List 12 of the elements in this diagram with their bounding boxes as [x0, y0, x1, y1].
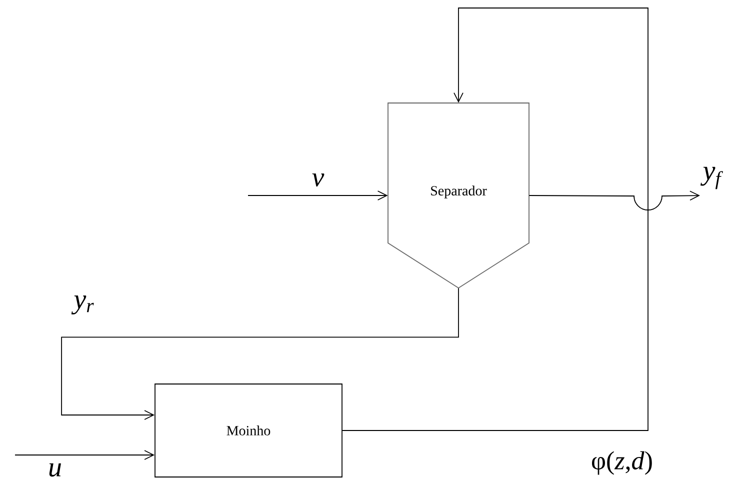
arrow [342, 8, 648, 431]
arrow [528, 190, 700, 210]
arrow [14, 450, 155, 460]
edge-label: y$_{r}$ [71, 296, 94, 314]
process-box: Moinho [154, 384, 342, 478]
arrow [61, 288, 459, 420]
arrow [248, 190, 388, 200]
edge-label: v [312, 173, 324, 187]
edge-label: u [49, 463, 61, 477]
separator-vessel: Separador [388, 102, 530, 289]
edge-label: φ(z,d) [592, 451, 652, 475]
edge-label: y$_{f}$ [700, 166, 723, 190]
